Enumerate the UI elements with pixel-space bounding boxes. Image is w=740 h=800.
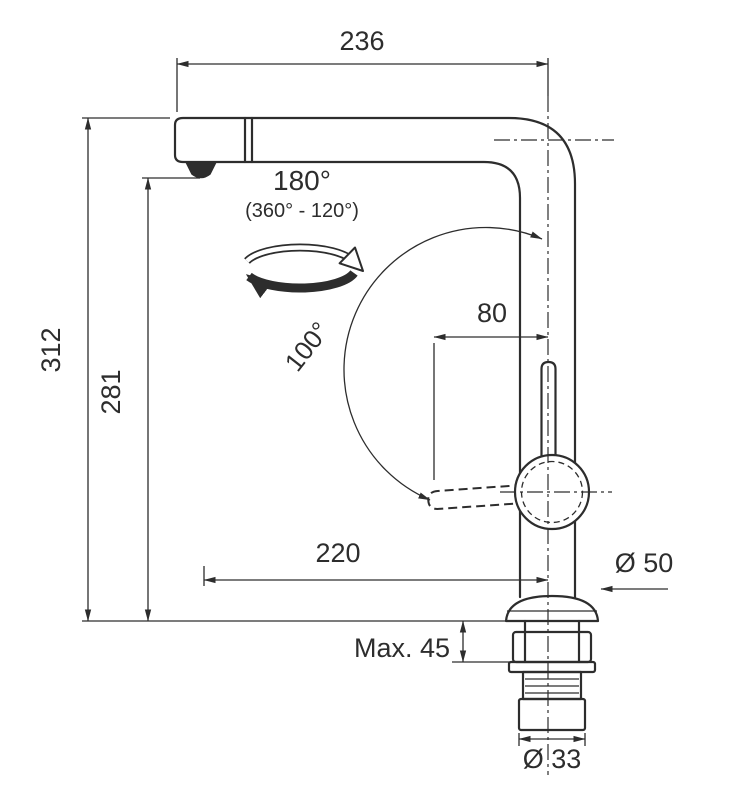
base-flange	[504, 594, 600, 623]
label-swivel-angle: 180°	[273, 165, 331, 196]
label-handle-arc: 100°	[279, 316, 336, 377]
dim-arc-handle-swing	[343, 226, 543, 501]
mounting-washer	[507, 660, 597, 674]
spray-head-parting-lines	[243, 116, 254, 164]
handle-ball-joint	[513, 453, 591, 531]
thread-lines	[525, 678, 579, 694]
dimension-lines	[82, 58, 668, 746]
mounting-nut-facets	[523, 630, 581, 664]
label-handle-length: 80	[477, 298, 507, 328]
label-spout-width: 236	[339, 26, 384, 56]
label-base-diameter: Ø 50	[615, 548, 674, 578]
rotation-arrow-icon	[244, 243, 364, 299]
label-swivel-range: (360° - 120°)	[245, 200, 359, 222]
bottom-shank	[517, 697, 587, 732]
rotation-front-band	[245, 270, 358, 299]
rotation-open-arrowhead	[338, 246, 364, 272]
dimension-labels: 236 312 281 180° (360° - 120°) 100° 80 2…	[36, 26, 673, 774]
mounting-hardware	[507, 619, 597, 732]
spray-outlet-nozzle	[184, 161, 218, 179]
centerlines	[494, 96, 614, 775]
spout-and-riser-outline	[173, 116, 577, 599]
label-spout-reach: 220	[315, 538, 360, 568]
label-outlet-height: 281	[96, 369, 126, 414]
rotation-back-band-core	[245, 245, 355, 263]
label-total-height: 312	[36, 327, 66, 372]
label-shank-diameter: Ø 33	[523, 744, 582, 774]
label-max-counter-thickness: Max. 45	[354, 633, 450, 663]
handle-lever-side-phantom	[427, 483, 525, 510]
mounting-shank	[523, 619, 581, 634]
